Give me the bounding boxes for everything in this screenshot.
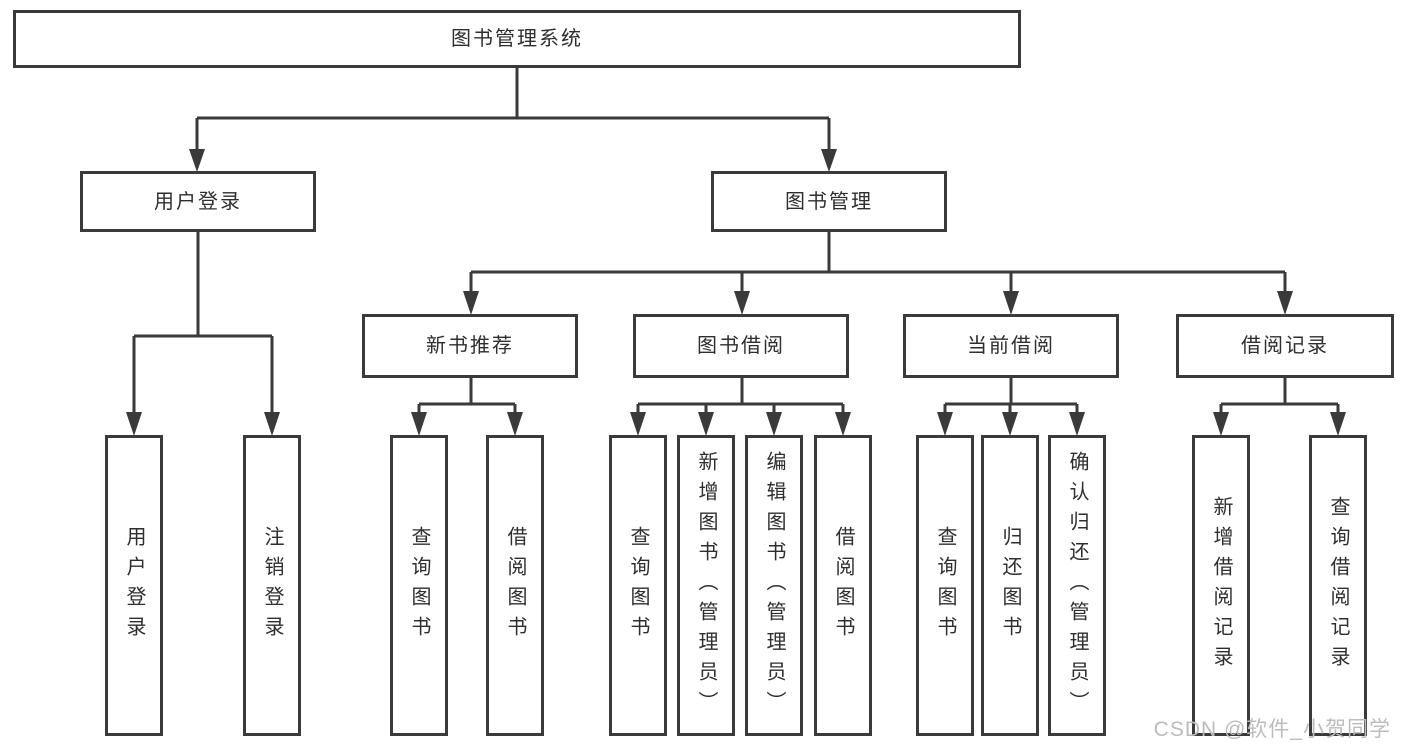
node-current-borrow: 当前借阅 xyxy=(903,314,1119,378)
node-user-login: 用户登录 xyxy=(80,171,316,232)
leaf-borrow-book-recommend: 借阅图书 xyxy=(486,435,544,736)
leaf-logout: 注销登录 xyxy=(243,435,301,736)
leaf-borrow-book: 借阅图书 xyxy=(814,435,872,736)
node-book-borrow: 图书借阅 xyxy=(633,314,849,378)
leaf-query-book-recommend: 查询图书 xyxy=(390,435,448,736)
node-book-management: 图书管理 xyxy=(711,171,947,232)
leaf-query-book-current: 查询图书 xyxy=(916,435,974,736)
leaf-add-book-admin: 新增图书（管理员） xyxy=(677,435,735,736)
arrowheads xyxy=(126,149,1346,436)
leaf-user-login: 用户登录 xyxy=(105,435,163,736)
leaf-add-borrow-record: 新增借阅记录 xyxy=(1192,435,1250,736)
node-root: 图书管理系统 xyxy=(13,10,1021,68)
leaf-confirm-return-admin: 确认归还（管理员） xyxy=(1048,435,1106,736)
watermark: CSDN @软件_小贺同学 xyxy=(1153,718,1391,741)
leaf-query-borrow-record: 查询借阅记录 xyxy=(1309,435,1367,736)
leaf-return-book: 归还图书 xyxy=(981,435,1039,736)
node-borrow-record: 借阅记录 xyxy=(1176,314,1394,378)
leaf-edit-book-admin: 编辑图书（管理员） xyxy=(745,435,803,736)
node-new-book-recommend: 新书推荐 xyxy=(362,314,578,378)
leaf-query-book-borrow: 查询图书 xyxy=(609,435,667,736)
